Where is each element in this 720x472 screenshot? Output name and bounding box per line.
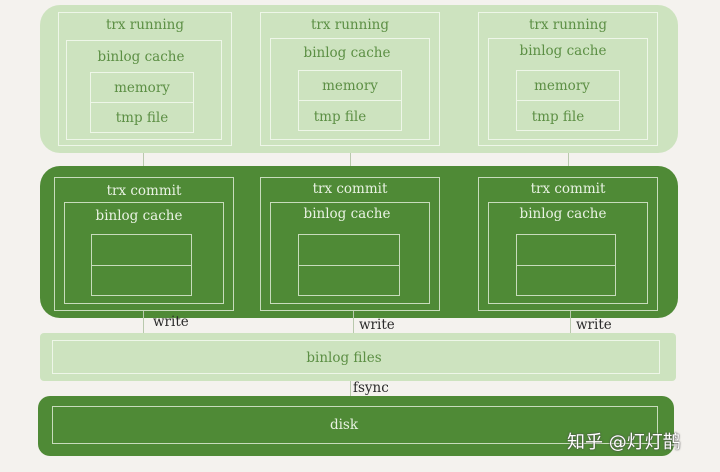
binlog-cache-label-2: binlog cache (303, 45, 391, 61)
connector-running-commit-1 (143, 153, 144, 167)
binlog-cache-label-3: binlog cache (519, 43, 607, 59)
write-arrow-2 (353, 311, 354, 339)
commit-buffer-divider-2 (298, 265, 400, 266)
commit-buffer-divider-3 (516, 265, 616, 266)
connector-running-commit-3 (568, 153, 569, 167)
commit-binlog-cache-box-3 (488, 202, 648, 304)
trx-commit-box-2 (260, 177, 440, 311)
memory-label-3: memory (534, 78, 590, 94)
tmp-file-label-1: tmp file (115, 110, 169, 126)
binlog-cache-box-1 (66, 40, 222, 140)
tmp-file-cell-1 (90, 102, 194, 133)
binlog-cache-box-3 (488, 38, 648, 140)
trx-running-box-1 (58, 12, 232, 146)
watermark: 知乎 @灯灯鹊 (567, 432, 681, 453)
trx-running-box-2 (260, 12, 440, 146)
trx-running-band (40, 5, 678, 153)
write-label-1: write (153, 314, 189, 330)
tmp-file-label-2: tmp file (313, 109, 367, 125)
trx-commit-label-2: trx commit (312, 181, 388, 197)
trx-running-box-3 (478, 12, 658, 146)
memory-label-2: memory (322, 78, 378, 94)
trx-commit-label-1: trx commit (106, 183, 182, 199)
binlog-files-box (52, 340, 660, 374)
trx-commit-band (40, 166, 678, 318)
write-label-3: write (576, 317, 612, 333)
trx-commit-box-1 (54, 177, 234, 311)
binlog-cache-box-2 (270, 38, 430, 140)
tmp-file-cell-3 (516, 100, 620, 131)
commit-binlog-cache-label-2: binlog cache (303, 206, 391, 222)
write-arrow-3 (570, 311, 571, 339)
commit-binlog-cache-box-2 (270, 202, 430, 304)
tmp-file-label-3: tmp file (531, 109, 585, 125)
binlog-files-label: binlog files (306, 350, 382, 366)
commit-buffer-divider-1 (91, 265, 192, 266)
connector-running-commit-2 (350, 153, 351, 167)
trx-running-label-3: trx running (529, 17, 607, 33)
commit-binlog-cache-box-1 (64, 202, 224, 304)
disk-box (52, 406, 658, 444)
tmp-file-cell-2 (298, 100, 402, 131)
commit-binlog-cache-label-1: binlog cache (95, 208, 183, 224)
trx-commit-box-3 (478, 177, 658, 311)
trx-running-label-1: trx running (106, 17, 184, 33)
memory-label-1: memory (114, 80, 170, 96)
trx-running-label-2: trx running (311, 17, 389, 33)
fsync-arrow (350, 381, 351, 397)
trx-commit-label-3: trx commit (530, 181, 606, 197)
binlog-cache-label-1: binlog cache (97, 49, 185, 65)
write-label-2: write (359, 317, 395, 333)
commit-binlog-cache-label-3: binlog cache (519, 206, 607, 222)
fsync-label: fsync (353, 380, 389, 396)
disk-label: disk (329, 417, 359, 433)
write-arrow-1 (143, 311, 144, 339)
